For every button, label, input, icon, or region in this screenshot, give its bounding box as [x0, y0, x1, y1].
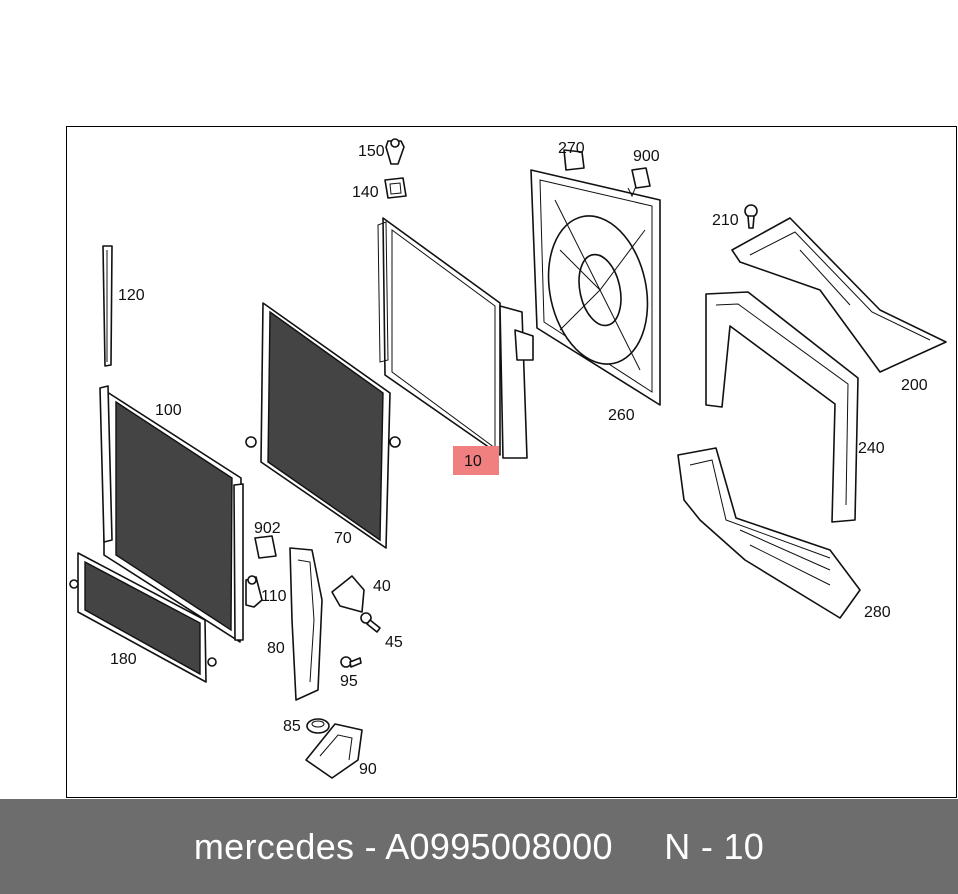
label-210: 210 — [712, 212, 739, 229]
label-85: 85 — [283, 718, 301, 735]
label-70: 70 — [334, 530, 352, 547]
part-100-condenser — [99, 385, 244, 643]
label-95: 95 — [340, 673, 358, 690]
part-150-clip — [385, 138, 405, 165]
label-180: 180 — [110, 651, 137, 668]
label-40: 40 — [373, 578, 391, 595]
part-120-rod — [102, 245, 113, 367]
label-240: 240 — [858, 440, 885, 457]
part-110-sensor — [245, 575, 263, 608]
label-260: 260 — [608, 407, 635, 424]
label-902: 902 — [254, 520, 281, 537]
label-280: 280 — [864, 604, 891, 621]
part-200-cross-member — [731, 217, 947, 373]
part-90-mount — [305, 723, 363, 779]
label-90: 90 — [359, 761, 377, 778]
label-45: 45 — [385, 634, 403, 651]
part-85-cap — [306, 718, 330, 734]
part-902-label — [254, 535, 277, 559]
part-210-clip — [744, 204, 758, 229]
label-110: 110 — [261, 588, 287, 605]
part-280-air-duct — [677, 447, 861, 619]
part-70-radiator — [245, 302, 401, 549]
label-120: 120 — [118, 287, 145, 304]
part-140-bracket — [384, 177, 407, 199]
part-180-cooler — [69, 552, 217, 683]
part-260-fan-shroud — [530, 149, 661, 406]
footer-part-caption: mercedes - A0995008000 N - 10 — [193, 826, 765, 867]
label-150: 150 — [358, 143, 385, 160]
label-80: 80 — [267, 640, 285, 657]
part-10-radiator-frame — [377, 217, 534, 459]
part-45-bolt — [360, 612, 381, 633]
label-270: 270 — [558, 140, 585, 157]
part-80-bracket — [289, 547, 323, 701]
label-900: 900 — [633, 148, 660, 165]
diagram-frame — [66, 126, 957, 798]
label-100: 100 — [155, 402, 182, 419]
label-140: 140 — [352, 184, 379, 201]
part-900-label — [627, 167, 651, 198]
label-10: 10 — [464, 453, 482, 470]
label-200: 200 — [901, 377, 928, 394]
footer-bar — [0, 799, 958, 894]
part-40-mount — [331, 575, 365, 613]
part-95-bolt — [340, 656, 362, 668]
highlight-part-10 — [453, 446, 499, 475]
part-240-frame — [705, 291, 859, 523]
